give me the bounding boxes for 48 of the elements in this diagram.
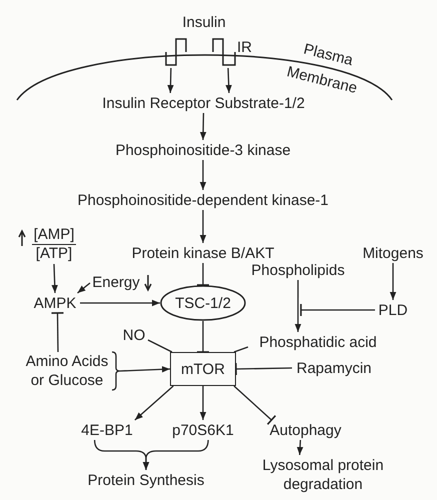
arrow (294, 280, 302, 332)
arrow (167, 68, 174, 94)
arrow (226, 68, 232, 94)
protein-label: Insulin Receptor Substrate-1/2 (76, 93, 331, 113)
arrow (134, 386, 174, 420)
protein-label: Phosphoinositide-3 kinase (108, 140, 298, 160)
process-label: Autophagy (263, 420, 348, 440)
connector-line (234, 346, 248, 353)
process-box: mTOR (170, 352, 236, 386)
protein-label: 4E-BP1 (76, 420, 138, 440)
signal-label: Mitogens (358, 243, 428, 263)
inhibition-line (234, 386, 276, 426)
receptor-icon (212, 38, 236, 68)
molecule-label: Phosphatidic acid (248, 332, 388, 352)
connector-line (148, 339, 172, 353)
molecule-label: Phospholipids (246, 260, 350, 280)
arrow (200, 210, 206, 243)
protein-label: p70S6K1 (166, 420, 240, 440)
receptor-icon (165, 38, 187, 68)
inhibition-line (196, 321, 210, 353)
numerator-text: [AMP] (32, 226, 76, 244)
molecule-label: NO (120, 325, 148, 345)
nutrient-label: Amino Acids or Glucose (22, 352, 112, 390)
outcome-label: Protein Synthesis (82, 470, 210, 490)
inhibition-line (50, 312, 64, 352)
arrow (111, 351, 171, 391)
inhibition-line (196, 263, 210, 286)
arrow (200, 112, 206, 140)
outcome-label: Lysosomal protein degradation (250, 455, 396, 495)
inhibition-line (300, 303, 375, 317)
drug-label: Rapamycin (292, 358, 376, 378)
arrow (390, 263, 396, 300)
arrow (200, 386, 206, 420)
hormone-label: Insulin (176, 12, 232, 32)
protein-label: Phosphoinositide-dependent kinase-1 (73, 190, 333, 210)
arrow (77, 282, 90, 294)
denominator-text: [ATP] (34, 244, 74, 262)
arrow (52, 264, 58, 294)
signal-label: Energy (90, 272, 142, 292)
ellipse-node: TSC-1/2 (160, 285, 246, 321)
arrow (296, 440, 304, 456)
arrow (80, 300, 160, 306)
receptor-label: IR (237, 39, 252, 57)
arrow (142, 440, 209, 470)
protein-label: Protein kinase B/AKT (128, 243, 278, 263)
protein-label: AMPK (30, 293, 80, 313)
arrow (200, 160, 206, 190)
protein-label: PLD (375, 300, 411, 320)
